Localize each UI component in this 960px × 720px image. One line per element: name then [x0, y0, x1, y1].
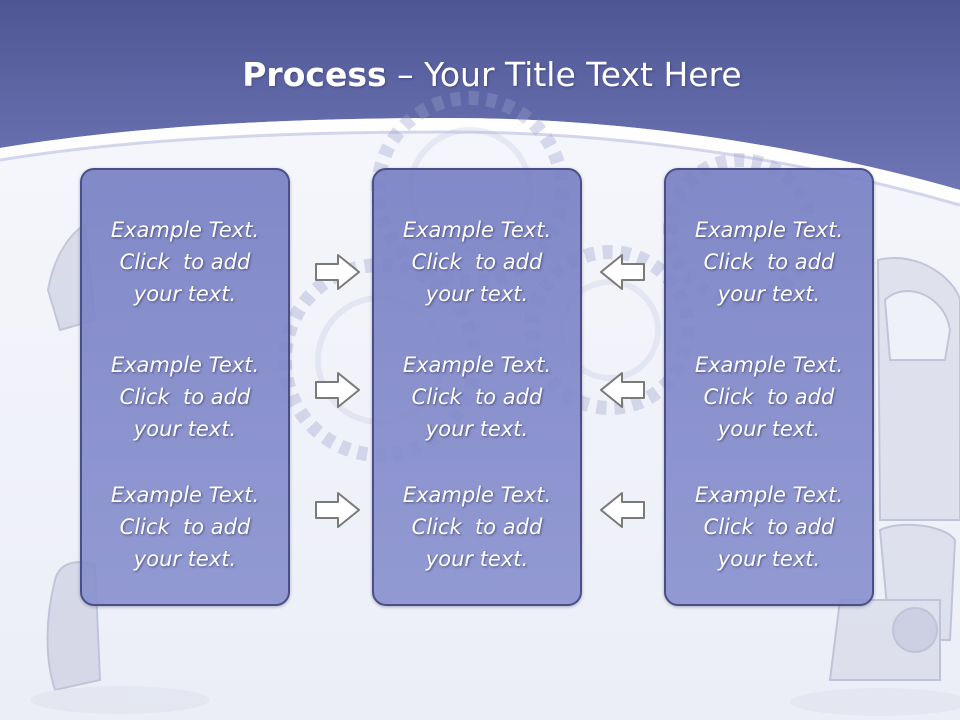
text-line: your text. [717, 417, 821, 441]
box-text[interactable]: Example Text. Click to add your text. [666, 214, 872, 310]
process-box-right[interactable]: Example Text. Click to add your text. Ex… [664, 168, 874, 606]
text-line: Click to add [703, 385, 835, 409]
text-line: your text. [133, 547, 237, 571]
text-line: your text. [133, 282, 237, 306]
title-rest: – Your Title Text Here [386, 55, 742, 94]
text-line: your text. [717, 547, 821, 571]
box-text[interactable]: Example Text. Click to add your text. [82, 349, 288, 445]
text-line: Example Text. [110, 483, 260, 507]
text-line: Click to add [703, 515, 835, 539]
text-line: Example Text. [694, 353, 844, 377]
text-line: Example Text. [694, 483, 844, 507]
text-line: Example Text. [402, 483, 552, 507]
right-arrow-icon[interactable] [314, 370, 362, 410]
box-text[interactable]: Example Text. Click to add your text. [666, 479, 872, 575]
box-text[interactable]: Example Text. Click to add your text. [82, 479, 288, 575]
box-text[interactable]: Example Text. Click to add your text. [666, 349, 872, 445]
text-line: Example Text. [110, 353, 260, 377]
text-line: your text. [133, 417, 237, 441]
text-line: your text. [425, 417, 529, 441]
left-arrow-icon[interactable] [598, 490, 646, 530]
left-arrow-icon[interactable] [598, 370, 646, 410]
text-line: Example Text. [402, 353, 552, 377]
text-line: your text. [425, 282, 529, 306]
box-text[interactable]: Example Text. Click to add your text. [82, 214, 288, 310]
text-line: Example Text. [110, 218, 260, 242]
text-line: Example Text. [402, 218, 552, 242]
text-line: Click to add [411, 385, 543, 409]
text-line: Click to add [703, 250, 835, 274]
text-line: Click to add [411, 515, 543, 539]
text-line: your text. [425, 547, 529, 571]
right-arrow-icon[interactable] [314, 490, 362, 530]
box-text[interactable]: Example Text. Click to add your text. [374, 479, 580, 575]
robot-illustration-right [790, 257, 960, 716]
text-line: Click to add [119, 250, 251, 274]
slide-title[interactable]: Process – Your Title Text Here [0, 50, 960, 100]
process-box-center[interactable]: Example Text. Click to add your text. Ex… [372, 168, 582, 606]
text-line: Click to add [119, 385, 251, 409]
process-box-left[interactable]: Example Text. Click to add your text. Ex… [80, 168, 290, 606]
box-text[interactable]: Example Text. Click to add your text. [374, 214, 580, 310]
right-arrow-icon[interactable] [314, 252, 362, 292]
text-line: Click to add [411, 250, 543, 274]
box-text[interactable]: Example Text. Click to add your text. [374, 349, 580, 445]
text-line: Example Text. [694, 218, 844, 242]
text-line: Click to add [119, 515, 251, 539]
title-bold: Process [242, 55, 387, 94]
left-arrow-icon[interactable] [598, 252, 646, 292]
text-line: your text. [717, 282, 821, 306]
